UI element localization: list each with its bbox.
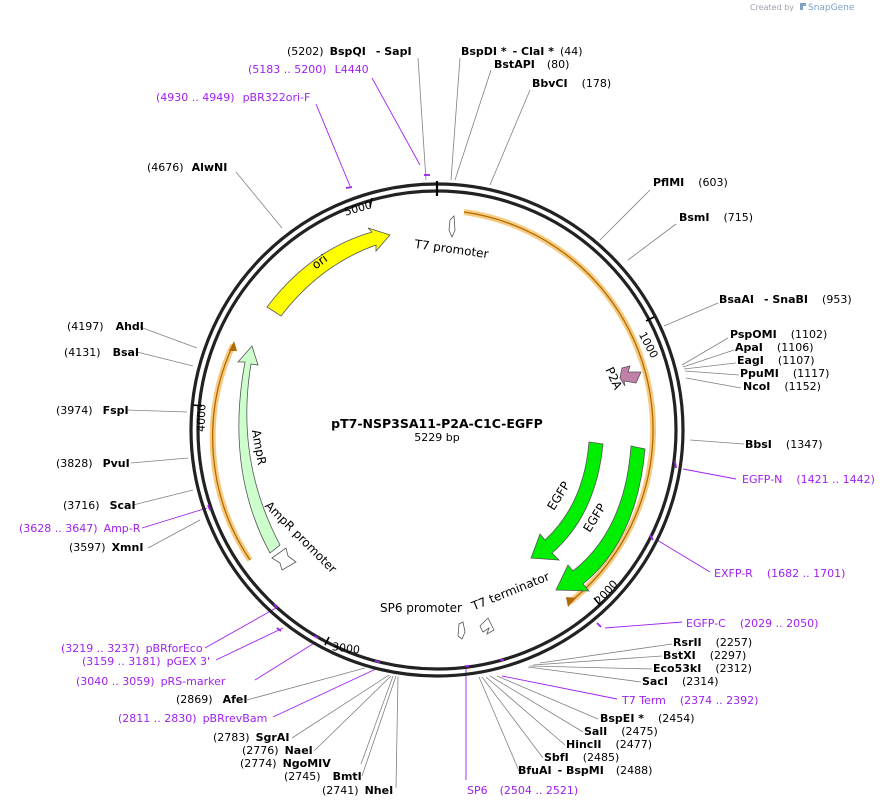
feature-t7-terminator[interactable] [479,617,495,635]
snapgene-logo-icon [800,3,806,10]
feature-egfp-2[interactable] [555,445,646,592]
primer-exfp-r[interactable]: EXFP-R(1682 .. 1701) [714,567,845,580]
primer-leaders [141,77,737,780]
feature-sp6-promoter-label: SP6 promoter [380,601,462,615]
primer-marks [207,174,677,667]
snapgene-brand: SnapGene [808,3,855,13]
site-naei[interactable]: (2776)NaeI [242,744,313,757]
plasmid-name: pT7-NSP3SA11-P2A-C1C-EGFP [331,416,543,431]
site-bfuai[interactable]: BfuAI- BspMI(2488) [518,764,652,777]
feature-egfp-1-label: EGFP [544,479,572,513]
site-bbvci[interactable]: BbvCI(178) [532,77,611,90]
site-hincii[interactable]: HincII(2477) [566,738,652,751]
site-sali[interactable]: SalI(2475) [584,725,658,738]
primer-l4440[interactable]: (5183 .. 5200)L4440 [248,63,369,76]
primer-egfp-c[interactable]: EGFP-C(2029 .. 2050) [686,617,818,630]
primer-prs-marker[interactable]: (3040 .. 3059)pRS-marker [76,675,226,688]
primer-pbrforeco[interactable]: (3219 .. 3237)pBRforEco [61,642,203,655]
site-bmti[interactable]: (2745)BmtI [284,770,362,783]
primer-egfp-n[interactable]: EGFP-N(1421 .. 1442) [742,473,875,486]
plasmid-length: 5229 bp [414,431,459,444]
feature-sp6-promoter[interactable] [457,621,466,640]
site-ppumi[interactable]: PpuMI(1117) [740,367,829,380]
site-nhei[interactable]: (2741)NheI [322,784,393,797]
primer-t7-term[interactable]: T7 Term(2374 .. 2392) [621,694,758,707]
site-bsmi[interactable]: BsmI(715) [679,211,753,224]
site-bstapi[interactable]: BstAPI(80) [494,58,569,71]
feature-ampr[interactable] [237,345,281,554]
site-afei[interactable]: (2869)AfeI [176,693,247,706]
feature-ampr-label: AmpR [249,428,269,466]
orf-ampr-arrowhead [229,341,237,351]
site-ahdi[interactable]: (4197)AhdI [67,320,144,333]
site-xmni[interactable]: (3597)XmnI [69,541,143,554]
feature-t7-promoter-label: T7 promoter [413,237,490,261]
primer-pbr322ori-f[interactable]: (4930 .. 4949)pBR322ori-F [156,91,310,104]
site-bspei[interactable]: BspEI *(2454) [600,712,695,725]
orf-ampr-line [212,344,251,561]
site-bbsi[interactable]: BbsI(1347) [745,438,822,451]
tick-4000: 4000 [195,404,209,432]
site-pflmi[interactable]: PflMI(603) [653,176,728,189]
feature-p2a[interactable] [619,365,642,387]
tick-3000: 3000 [331,640,361,657]
credit-text: Created by [750,3,794,12]
site-apai[interactable]: ApaI(1106) [735,341,813,354]
site-bspqi[interactable]: (5202)BspQI- SapI [287,45,412,58]
site-sgrai[interactable]: (2783)SgrAI [213,731,289,744]
tick-2000: 2000 [592,578,620,608]
orf-main-arrowhead [566,597,576,607]
site-bstxi[interactable]: BstXI(2297) [663,649,746,662]
site-leaders [126,57,745,789]
primer-pbrrevbam[interactable]: (2811 .. 2830)pBRrevBam [118,712,267,725]
site-fspi[interactable]: (3974)FspI [56,404,129,417]
site-ncoi[interactable]: NcoI(1152) [743,380,821,393]
site-alwni[interactable]: (4676)AlwNI [147,161,227,174]
site-eagi[interactable]: EagI(1107) [737,354,814,367]
site-pvui[interactable]: (3828)PvuI [56,457,130,470]
site-rsrii[interactable]: RsrII(2257) [673,636,752,649]
primer-amp-r[interactable]: (3628 .. 3647)Amp-R [19,522,141,535]
site-bspdi[interactable]: BspDI *- ClaI *(44) [461,45,583,58]
primer-pgex-3[interactable]: (3159 .. 3181)pGEX 3' [82,655,210,668]
feature-t7-promoter[interactable] [448,215,456,239]
orf-main-line [463,211,654,603]
site-sbfi[interactable]: SbfI(2485) [544,751,619,764]
feature-egfp-1[interactable] [530,441,604,561]
site-ngomiv[interactable]: (2774)NgoMIV [240,757,331,770]
site-scai[interactable]: (3716)ScaI [63,499,136,512]
primer-sp6[interactable]: SP6(2504 .. 2521) [467,784,578,797]
ticks [192,197,655,646]
site-eco53ki[interactable]: Eco53kI(2312) [653,662,752,675]
site-pspomi[interactable]: PspOMI(1102) [730,328,827,341]
feature-ampr-promoter[interactable] [271,547,297,571]
feature-ori[interactable] [266,227,391,317]
site-bsai[interactable]: (4131)BsaI [64,346,139,359]
site-bsaai[interactable]: BsaAI- SnaBI(953) [719,293,852,306]
feature-t7-terminator-label: T7 terminator [469,569,552,613]
site-saci[interactable]: SacI(2314) [642,675,719,688]
